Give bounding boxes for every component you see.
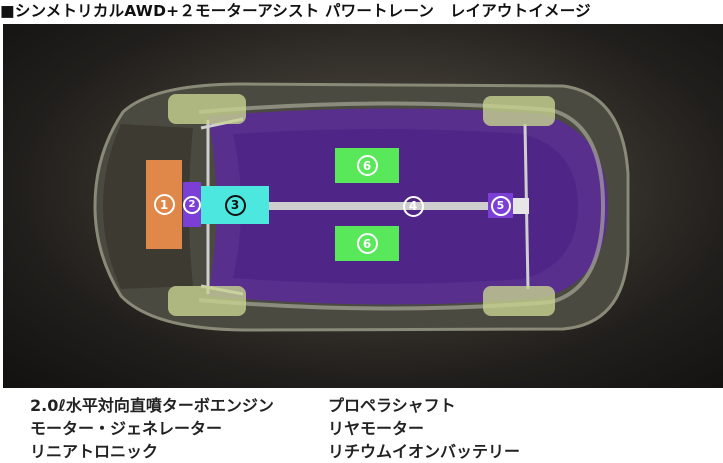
propeller-shaft-label: 4 [401, 194, 425, 218]
legend-item-propeller-shaft: プロペラシャフト [328, 394, 456, 417]
battery-upper-block: 6 [335, 148, 399, 183]
battery-lower-number: 6 [357, 233, 378, 254]
engine-number: 1 [154, 194, 175, 215]
battery-upper-number: 6 [357, 155, 378, 176]
motor-generator-number: 2 [183, 196, 201, 214]
page-title: ■シンメトリカルAWD+２モーターアシスト パワートレーン レイアウトイメージ [0, 0, 591, 22]
legend-item-rear-motor: リヤモーター [328, 417, 424, 440]
tire-front-right [168, 286, 246, 316]
propeller-shaft-bar [268, 202, 504, 210]
engine-block: 1 [146, 160, 182, 249]
motor-generator-block: 2 [183, 182, 201, 227]
propeller-shaft-number: 4 [403, 196, 424, 217]
tire-rear-left [483, 96, 555, 126]
legend-item-motor-generator: モーター・ジェネレーター [30, 417, 222, 440]
battery-lower-block: 6 [335, 226, 399, 261]
car-illustration [3, 24, 723, 388]
lineartronic-number: 3 [225, 195, 246, 216]
tire-front-left [168, 94, 246, 124]
rear-motor-block: 5 [488, 193, 513, 218]
legend-item-engine: 2.0ℓ水平対向直噴ターボエンジン [30, 394, 274, 417]
tire-rear-right [483, 286, 555, 316]
lineartronic-block: 3 [201, 186, 269, 224]
car-layout-image: 1 2 3 4 5 6 6 [3, 24, 723, 388]
rear-motor-number: 5 [491, 196, 511, 216]
